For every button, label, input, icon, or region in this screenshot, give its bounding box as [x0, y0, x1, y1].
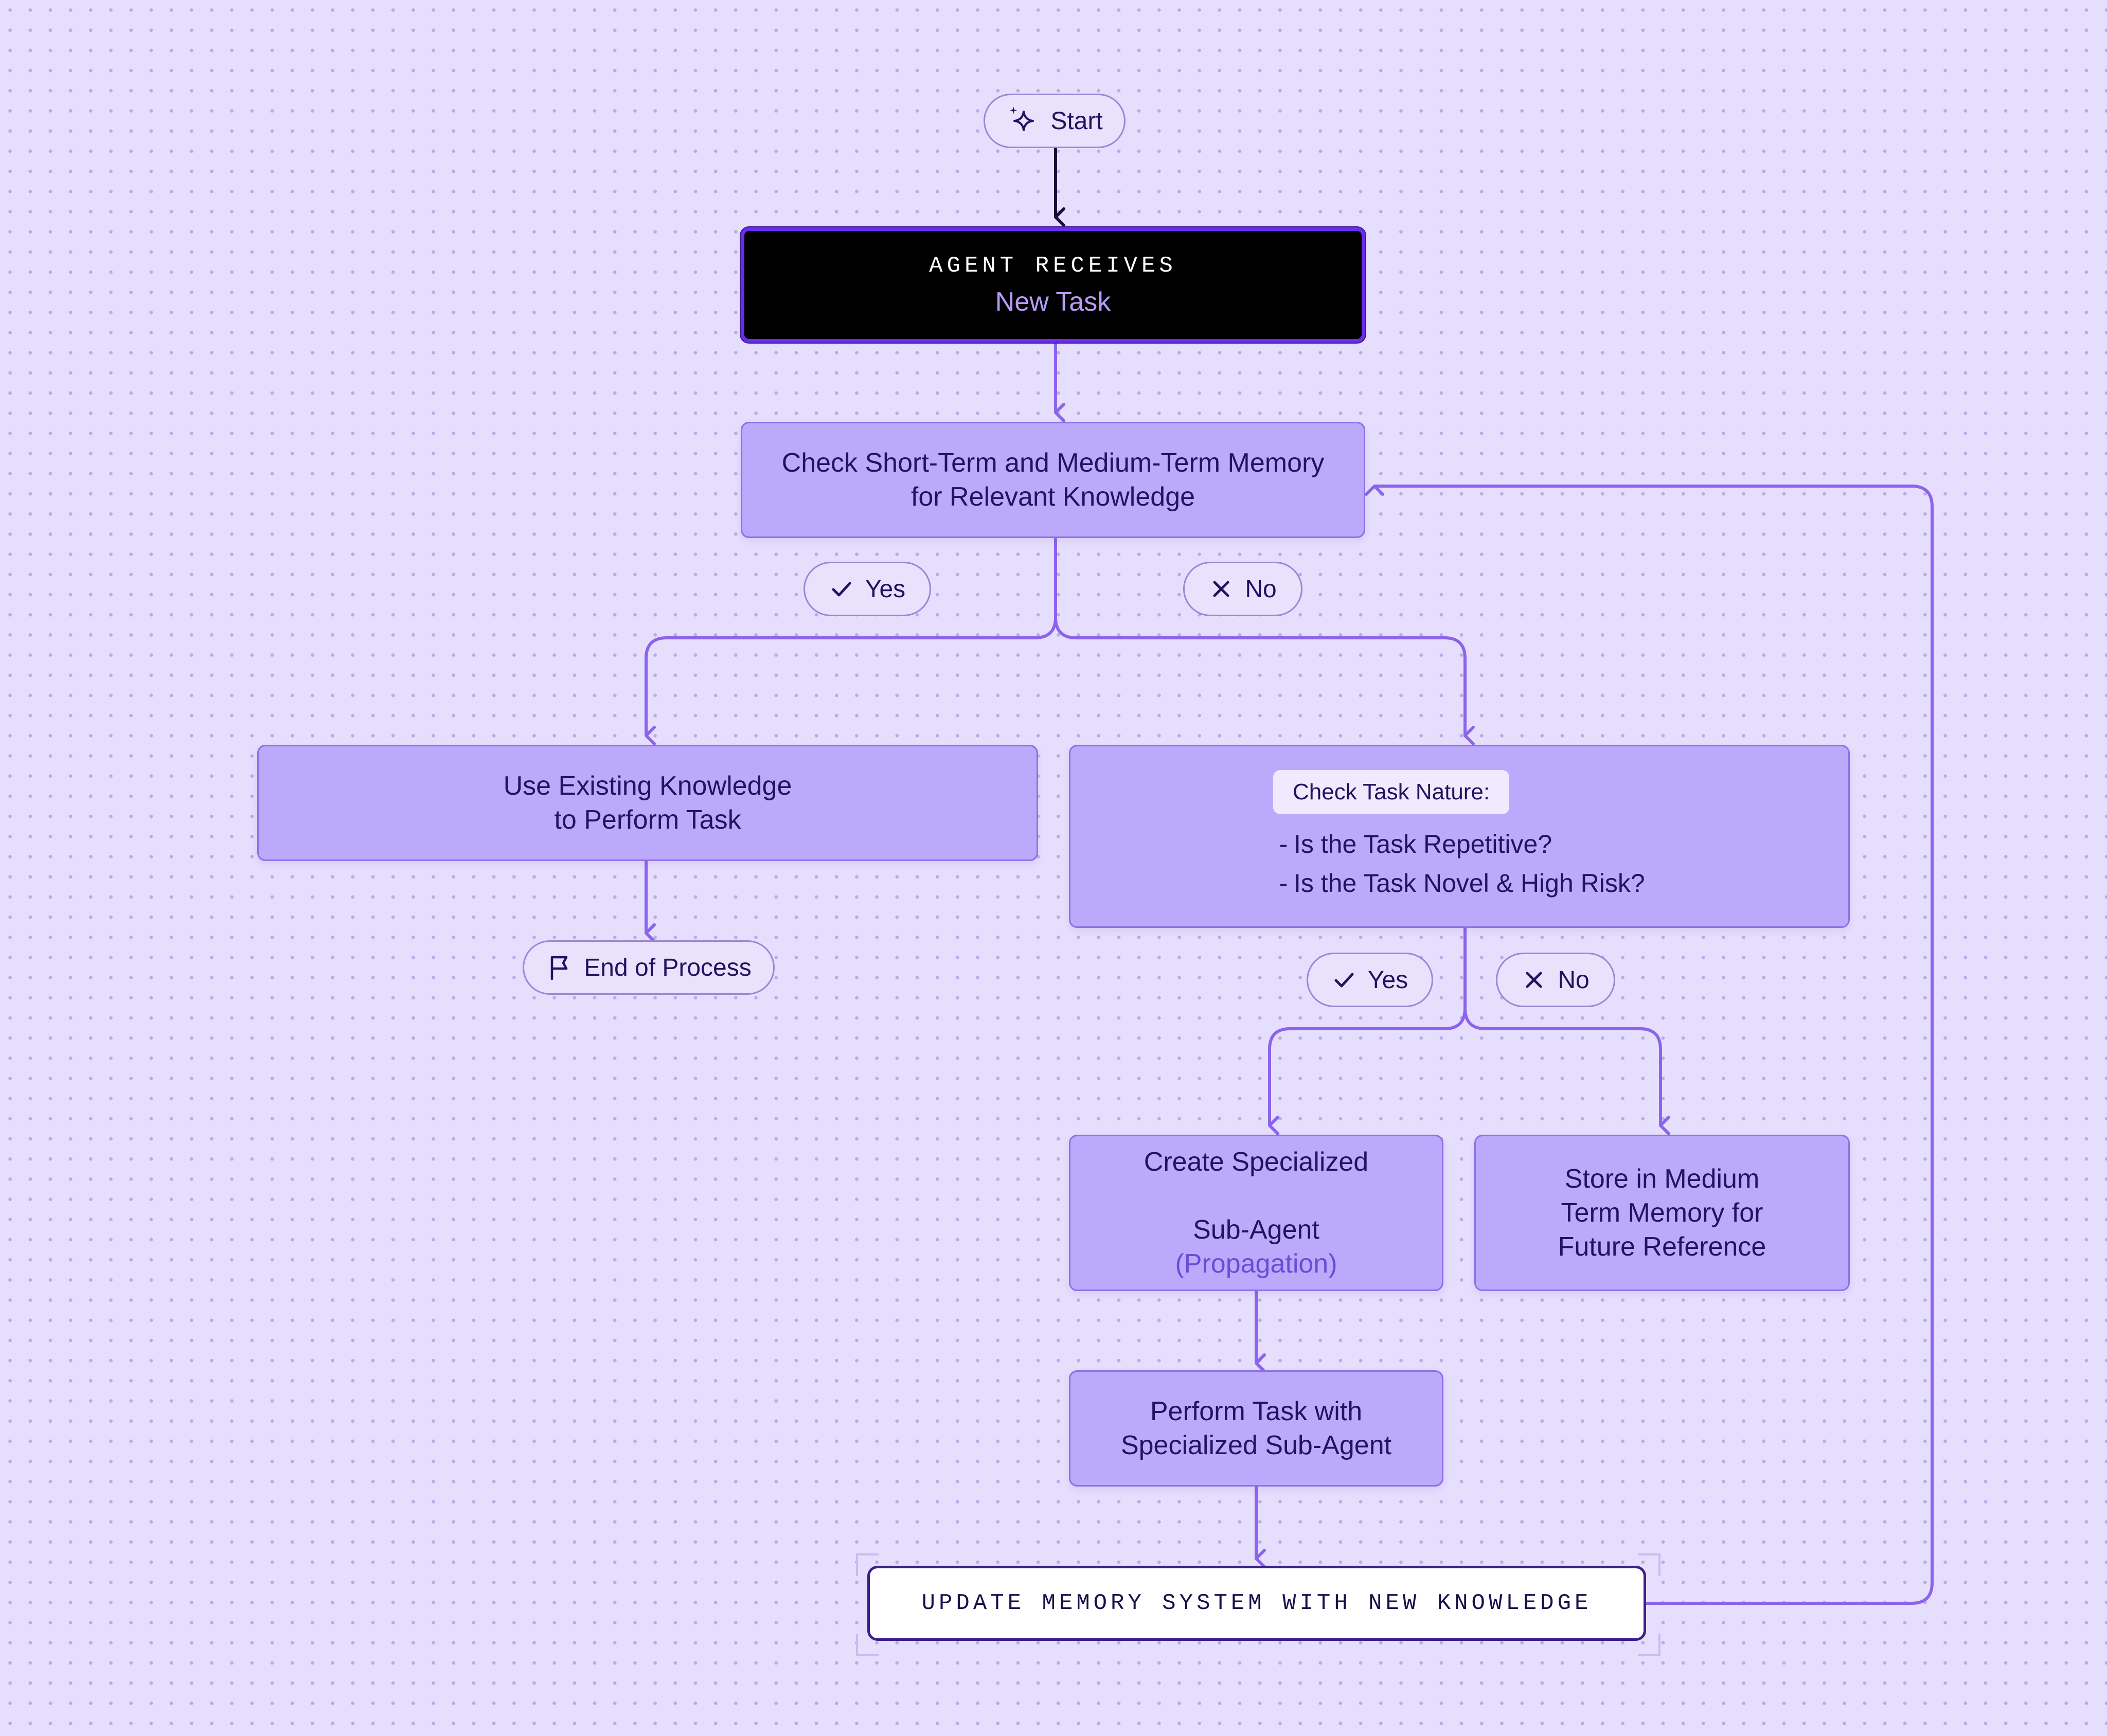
propagation-label: (Propagation) — [1175, 1249, 1337, 1279]
memory-yes-pill[interactable]: Yes — [803, 562, 931, 616]
create-sub-agent-line2-text: Sub-Agent — [1193, 1215, 1319, 1245]
nature-yes-label: Yes — [1367, 966, 1408, 994]
check-icon — [829, 577, 854, 601]
selection-corner-bottom-left — [856, 1634, 879, 1656]
create-sub-agent-line1: Create Specialized — [1144, 1147, 1369, 1177]
x-icon — [1522, 968, 1546, 992]
check-task-nature-chip: Check Task Nature: — [1273, 770, 1510, 814]
start-label: Start — [1050, 107, 1103, 135]
check-task-nature-node[interactable]: Check Task Nature: -Is the Task Repetiti… — [1069, 745, 1850, 928]
perform-with-sub-agent-label: Perform Task with Specialized Sub-Agent — [1120, 1397, 1392, 1460]
question-repetitive: -Is the Task Repetitive? — [1273, 825, 1552, 864]
start-node[interactable]: Start — [984, 94, 1126, 148]
use-existing-knowledge-node[interactable]: Use Existing Knowledge to Perform Task — [257, 745, 1038, 861]
nature-no-pill[interactable]: No — [1496, 953, 1615, 1007]
nature-no-label: No — [1558, 966, 1590, 994]
store-medium-term-label: Store in Medium Term Memory for Future R… — [1558, 1164, 1766, 1262]
update-memory-label: UPDATE MEMORY SYSTEM WITH NEW KNOWLEDGE — [921, 1590, 1592, 1616]
agent-receives-node[interactable]: AGENT RECEIVES New Task — [741, 227, 1365, 343]
flag-icon — [546, 954, 573, 981]
sparkle-icon — [1006, 104, 1039, 137]
end-of-process-node[interactable]: End of Process — [523, 940, 775, 995]
connector-memory-no-branch — [1054, 617, 1475, 745]
memory-no-pill[interactable]: No — [1183, 562, 1302, 616]
connector-update-loop-back — [1365, 485, 1934, 1605]
new-task-title: New Task — [995, 287, 1111, 317]
selection-corner-top-left — [856, 1553, 879, 1576]
list-dash: - — [1279, 869, 1288, 898]
nature-yes-pill[interactable]: Yes — [1307, 953, 1433, 1007]
question-repetitive-text: Is the Task Repetitive? — [1294, 830, 1552, 858]
store-medium-term-node[interactable]: Store in Medium Term Memory for Future R… — [1474, 1135, 1850, 1291]
question-novel-high-risk-text: Is the Task Novel & High Risk? — [1294, 869, 1645, 898]
selection-corner-bottom-right — [1638, 1634, 1660, 1656]
agent-receives-eyebrow: AGENT RECEIVES — [929, 253, 1177, 279]
use-existing-knowledge-label: Use Existing Knowledge to Perform Task — [503, 771, 792, 835]
connector-nature-yes-branch — [1268, 928, 1467, 1135]
memory-no-label: No — [1245, 575, 1277, 603]
list-dash: - — [1279, 830, 1288, 858]
question-novel-high-risk: -Is the Task Novel & High Risk? — [1273, 864, 1645, 903]
update-memory-node[interactable]: UPDATE MEMORY SYSTEM WITH NEW KNOWLEDGE — [867, 1566, 1646, 1641]
check-icon — [1332, 968, 1356, 992]
connector-nature-no-branch — [1463, 1008, 1670, 1135]
create-sub-agent-line2: Sub-Agent (Propagation) — [1175, 1179, 1337, 1281]
selection-corner-top-right — [1638, 1553, 1660, 1576]
check-memory-node[interactable]: Check Short-Term and Medium-Term Memory … — [741, 422, 1365, 538]
end-of-process-label: End of Process — [584, 954, 752, 981]
memory-yes-label: Yes — [865, 575, 906, 603]
create-sub-agent-node[interactable]: Create Specialized Sub-Agent (Propagatio… — [1069, 1135, 1443, 1291]
check-memory-label: Check Short-Term and Medium-Term Memory … — [781, 448, 1325, 512]
connector-memory-yes-branch — [645, 538, 1057, 745]
perform-with-sub-agent-node[interactable]: Perform Task with Specialized Sub-Agent — [1069, 1370, 1443, 1487]
x-icon — [1209, 577, 1234, 601]
